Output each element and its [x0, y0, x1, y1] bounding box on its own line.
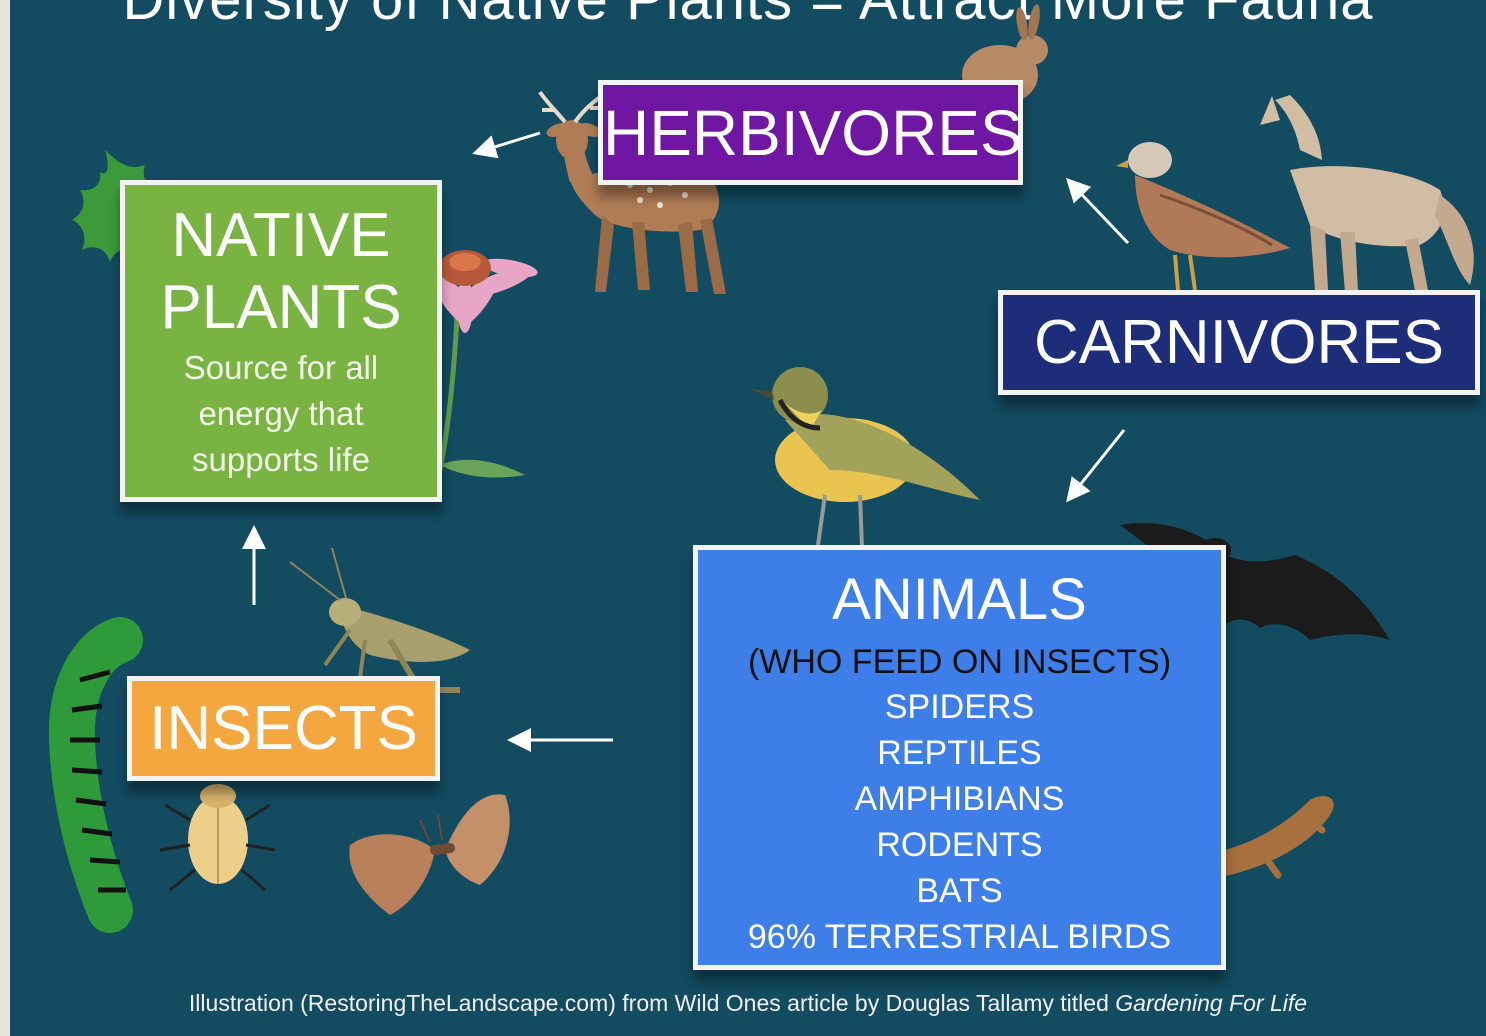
credit-italic-title: Gardening For Life	[1115, 990, 1307, 1016]
coyote-icon	[1260, 95, 1474, 292]
animals-item: SPIDERS	[698, 684, 1221, 730]
carnivores-label: CARNIVORES	[1003, 295, 1475, 391]
warbler-icon	[748, 367, 980, 548]
animals-item: RODENTS	[698, 822, 1221, 868]
native-plants-sub-line1: Source for all	[125, 345, 437, 391]
animals-item: 96% TERRESTRIAL BIRDS	[698, 914, 1221, 960]
native-plants-heading-line1: NATIVE	[125, 203, 437, 269]
native-plants-sub-line2: energy that	[125, 391, 437, 437]
herbivores-box: HERBIVORES	[598, 80, 1023, 185]
arrow-carnivores-to-herbivores	[1068, 180, 1128, 243]
insects-label: INSECTS	[132, 681, 435, 777]
animals-box: ANIMALS (WHO FEED ON INSECTS) SPIDERS RE…	[693, 545, 1226, 970]
carnivores-box: CARNIVORES	[998, 290, 1480, 395]
herbivores-label: HERBIVORES	[603, 85, 1018, 181]
moth-icon	[349, 794, 509, 915]
native-plants-box: NATIVE PLANTS Source for all energy that…	[120, 180, 442, 502]
diagram-panel: Diversity of Native Plants = Attract Mor…	[10, 0, 1486, 1036]
animals-item: AMPHIBIANS	[698, 776, 1221, 822]
native-plants-sub-line3: supports life	[125, 437, 437, 483]
animals-heading: ANIMALS	[698, 568, 1221, 632]
animals-item: REPTILES	[698, 730, 1221, 776]
insects-box: INSECTS	[127, 676, 440, 781]
hawk-icon	[1116, 142, 1290, 290]
animals-item: BATS	[698, 868, 1221, 914]
grasshopper-icon	[290, 548, 470, 690]
arrow-herbivores-to-plants	[475, 133, 540, 153]
beetle-icon	[160, 784, 275, 890]
illustration-credit: Illustration (RestoringTheLandscape.com)…	[10, 990, 1486, 1017]
native-plants-heading-line2: PLANTS	[125, 275, 437, 341]
animals-subheading: (WHO FEED ON INSECTS)	[698, 640, 1221, 684]
arrow-carnivores-to-animals	[1068, 430, 1124, 500]
credit-text: Illustration (RestoringTheLandscape.com)…	[189, 990, 1115, 1016]
